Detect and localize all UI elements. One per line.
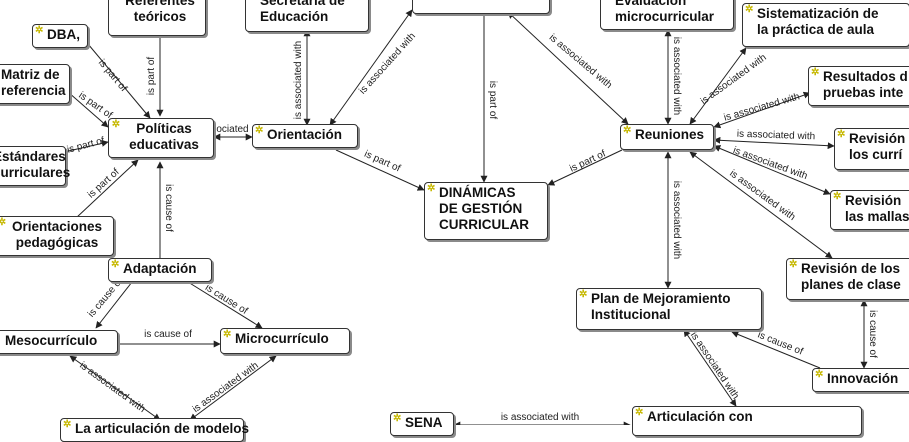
link-reuniones-resultados bbox=[713, 91, 811, 129]
node-top-partial[interactable] bbox=[412, 0, 550, 14]
node-innovacion[interactable]: ✲Innovación bbox=[812, 368, 909, 392]
node-sena[interactable]: ✲SENA bbox=[390, 412, 454, 436]
concept-icon: ✲ bbox=[837, 129, 846, 140]
node-institucion-partial[interactable]: ✲La articulación de modelos bbox=[60, 418, 249, 442]
node-revision-mallas[interactable]: ✲Revisión las mallas bbox=[830, 190, 909, 230]
concept-icon: ✲ bbox=[635, 407, 644, 418]
link-label: is associated with bbox=[671, 36, 682, 116]
concept-icon: ✲ bbox=[111, 0, 121, 2]
connection-layer bbox=[63, 9, 868, 425]
link-micro-institucion bbox=[189, 355, 277, 421]
link-reuniones-revision-planes bbox=[689, 151, 833, 259]
node-estandares-curriculares[interactable]: Estándares curriculares bbox=[0, 146, 70, 186]
link-matriz-politicas bbox=[67, 91, 109, 128]
link-reuniones-top bbox=[507, 11, 629, 125]
concept-icon: ✲ bbox=[63, 419, 72, 430]
concept-icon: ✲ bbox=[623, 125, 632, 136]
concept-icon: ✲ bbox=[111, 119, 121, 130]
node-revision-planes[interactable]: ✲Revisión de los planes de clase bbox=[786, 258, 909, 300]
link-label: is cause of bbox=[144, 329, 192, 340]
link-orientacion-top bbox=[329, 9, 413, 126]
concept-icon: ✲ bbox=[789, 259, 798, 270]
concept-icon: ✲ bbox=[579, 289, 588, 300]
node-resultados-pruebas[interactable]: ✲Resultados d pruebas inte bbox=[808, 66, 909, 106]
link-label: is associated with bbox=[500, 412, 580, 423]
concept-icon: ✲ bbox=[35, 25, 44, 36]
node-orientacion[interactable]: ✲Orientación bbox=[252, 124, 358, 148]
concept-icon: ✲ bbox=[833, 191, 842, 202]
concept-icon: ✲ bbox=[0, 217, 7, 228]
concept-icon: ✲ bbox=[811, 67, 820, 78]
node-reuniones[interactable]: ✲Reuniones bbox=[620, 124, 714, 150]
node-politicas-educativas[interactable]: ✲Políticas educativas bbox=[108, 118, 214, 158]
link-innovacion-plan bbox=[731, 331, 821, 369]
node-referentes-teoricos[interactable]: ✲Referentes teóricos bbox=[108, 0, 206, 36]
link-dba-politicas bbox=[87, 43, 151, 119]
concept-icon: ✲ bbox=[815, 369, 824, 380]
link-plan-articulacion bbox=[683, 329, 737, 407]
node-adaptacion[interactable]: ✲Adaptación bbox=[108, 258, 212, 282]
link-orientacion-dinamicas bbox=[335, 149, 425, 191]
link-label: is associated with bbox=[671, 180, 682, 260]
link-meso-institucion bbox=[69, 355, 161, 421]
node-sistematizacion[interactable]: ✲Sistematización de la práctica de aula bbox=[742, 3, 909, 47]
concept-icon: ✲ bbox=[393, 413, 402, 424]
link-estandares-politicas bbox=[63, 139, 109, 153]
node-articulacion[interactable]: ✲Articulación con bbox=[632, 406, 862, 436]
link-label: is cause of bbox=[163, 184, 174, 232]
node-revision-curriculos[interactable]: ✲Revisión los currí bbox=[834, 128, 909, 170]
link-adaptacion-meso bbox=[95, 281, 133, 329]
node-dinamicas-gestion-curricular[interactable]: ✲DINÁMICAS DE GESTIÓN CURRICULAR bbox=[424, 182, 548, 240]
node-evaluacion-microcurricular[interactable]: Evaluación microcurricular bbox=[600, 0, 734, 30]
node-orientaciones-pedagogicas[interactable]: ✲Orientaciones pedagógicas bbox=[0, 216, 114, 256]
link-label: is part of bbox=[146, 56, 157, 96]
concept-icon: ✲ bbox=[427, 183, 436, 194]
node-dba[interactable]: ✲DBA, bbox=[32, 24, 88, 48]
link-adaptacion-micro bbox=[187, 281, 263, 329]
node-secretaria-educacion[interactable]: ✲Secretaría de Educación bbox=[245, 0, 369, 32]
link-label: is associated with bbox=[293, 40, 304, 120]
link-reuniones-revision-curriculos bbox=[713, 136, 835, 150]
concept-icon: ✲ bbox=[255, 125, 264, 136]
node-microcurriculo[interactable]: ✲Microcurrículo bbox=[220, 328, 350, 354]
link-label: is part of bbox=[487, 80, 498, 120]
node-mesocurriculo[interactable]: Mesocurrículo bbox=[0, 330, 118, 354]
node-plan-mejoramiento[interactable]: ✲Plan de Mejoramiento Institucional bbox=[576, 288, 762, 330]
node-matriz-referencia[interactable]: Matriz de referencia bbox=[0, 64, 70, 104]
concept-icon: ✲ bbox=[111, 259, 120, 270]
concept-icon: ✲ bbox=[248, 0, 258, 2]
link-reuniones-dinamicas bbox=[547, 149, 623, 186]
link-orientaciones-politicas bbox=[75, 159, 139, 219]
concept-icon: ✲ bbox=[745, 4, 754, 15]
link-label: is cause of bbox=[867, 310, 878, 358]
link-reuniones-sistematizacion bbox=[689, 47, 747, 125]
link-label: sociated bbox=[211, 124, 249, 135]
concept-icon: ✲ bbox=[223, 329, 232, 340]
